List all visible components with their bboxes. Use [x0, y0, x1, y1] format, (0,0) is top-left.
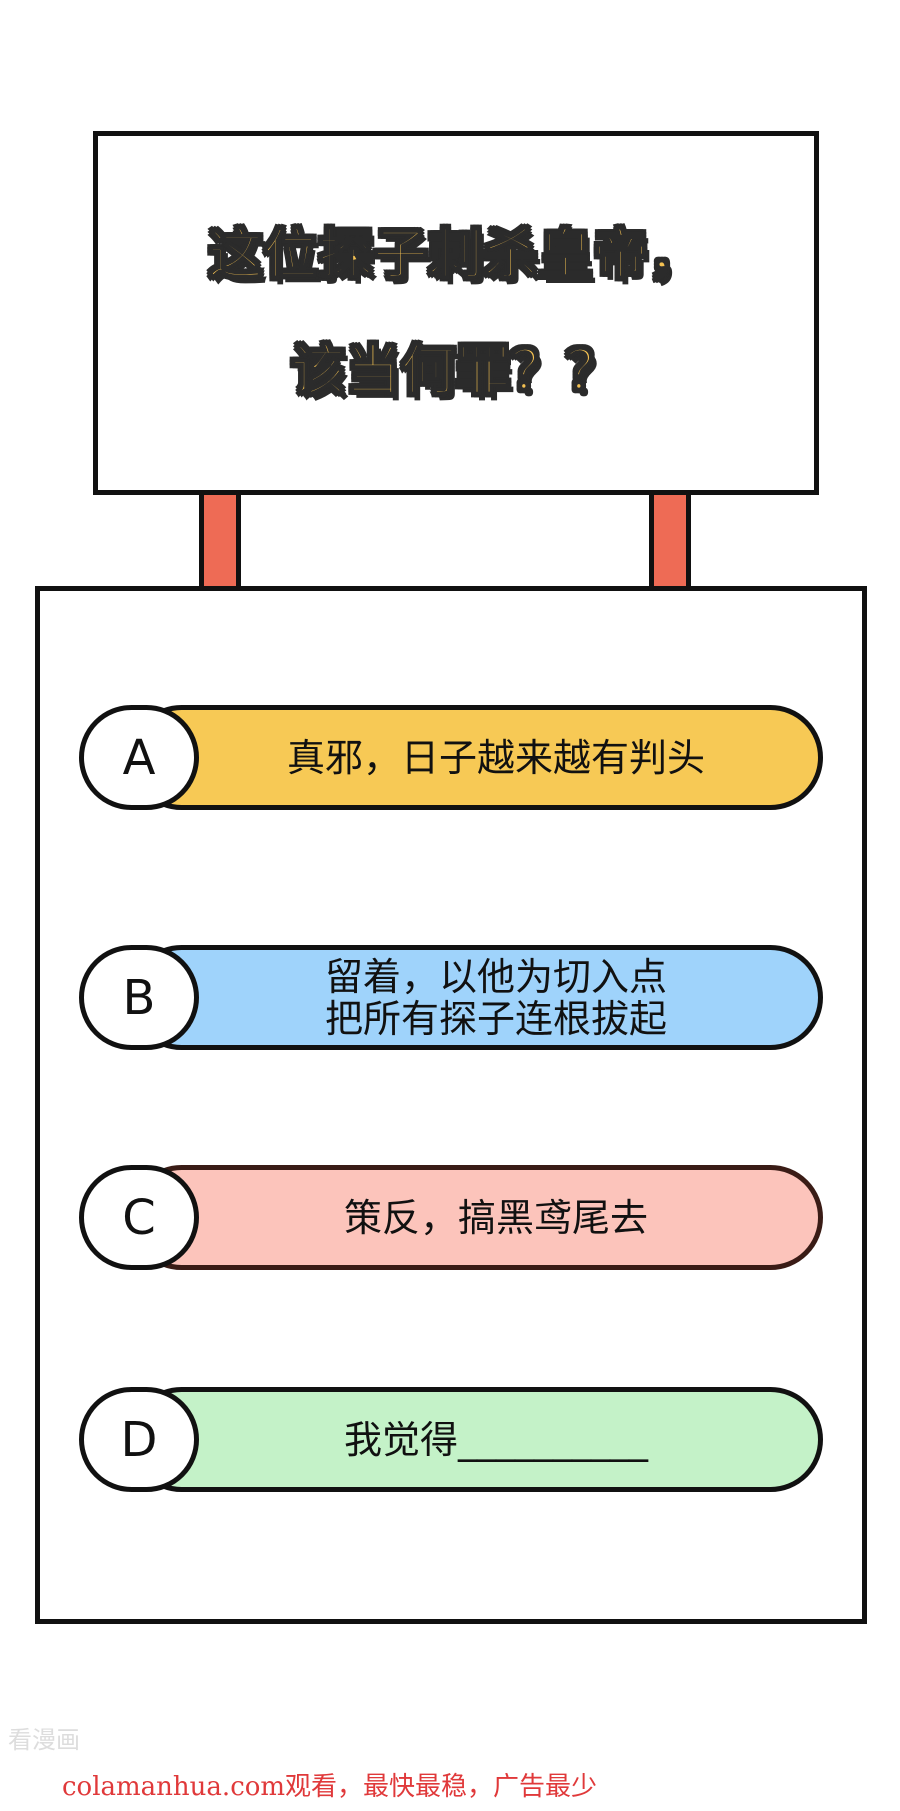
option-b-letter-badge: B	[79, 945, 199, 1050]
option-b-pill[interactable]: 留着，以他为切入点 把所有探子连根拔起	[129, 945, 823, 1050]
option-b-text: 留着，以他为切入点 把所有探子连根拔起	[324, 954, 667, 1041]
sign-post-right	[649, 495, 691, 589]
option-a-letter-badge: A	[79, 705, 199, 810]
question-line-2: 该当何罪？？	[290, 338, 621, 403]
option-a-pill[interactable]: 真邪，日子越来越有判头	[129, 705, 823, 810]
option-d-letter-badge: D	[79, 1387, 199, 1492]
option-a-text: 真邪，日子越来越有判头	[286, 735, 705, 780]
site-watermark: 看漫画	[8, 1726, 80, 1754]
question-line-1: 这位探子刺杀皇帝，	[208, 222, 704, 287]
sign-post-left	[199, 495, 241, 589]
option-c-button[interactable]: 策反，搞黑鸢尾去 C	[79, 1165, 823, 1270]
option-d-pill[interactable]: 我觉得__________	[129, 1387, 823, 1492]
option-a-button[interactable]: 真邪，日子越来越有判头 A	[79, 705, 823, 810]
option-c-letter-badge: C	[79, 1165, 199, 1270]
option-d-button[interactable]: 我觉得__________ D	[79, 1387, 823, 1492]
option-d-text: 我觉得__________	[343, 1417, 648, 1462]
option-c-pill[interactable]: 策反，搞黑鸢尾去	[129, 1165, 823, 1270]
footer-note: colamanhua.com观看，最快最稳，广告最少	[62, 1772, 598, 1802]
option-c-text: 策反，搞黑鸢尾去	[343, 1195, 648, 1240]
question-sign-board: 这位探子刺杀皇帝， 该当何罪？？	[93, 131, 819, 495]
option-b-button[interactable]: 留着，以他为切入点 把所有探子连根拔起 B	[79, 945, 823, 1050]
